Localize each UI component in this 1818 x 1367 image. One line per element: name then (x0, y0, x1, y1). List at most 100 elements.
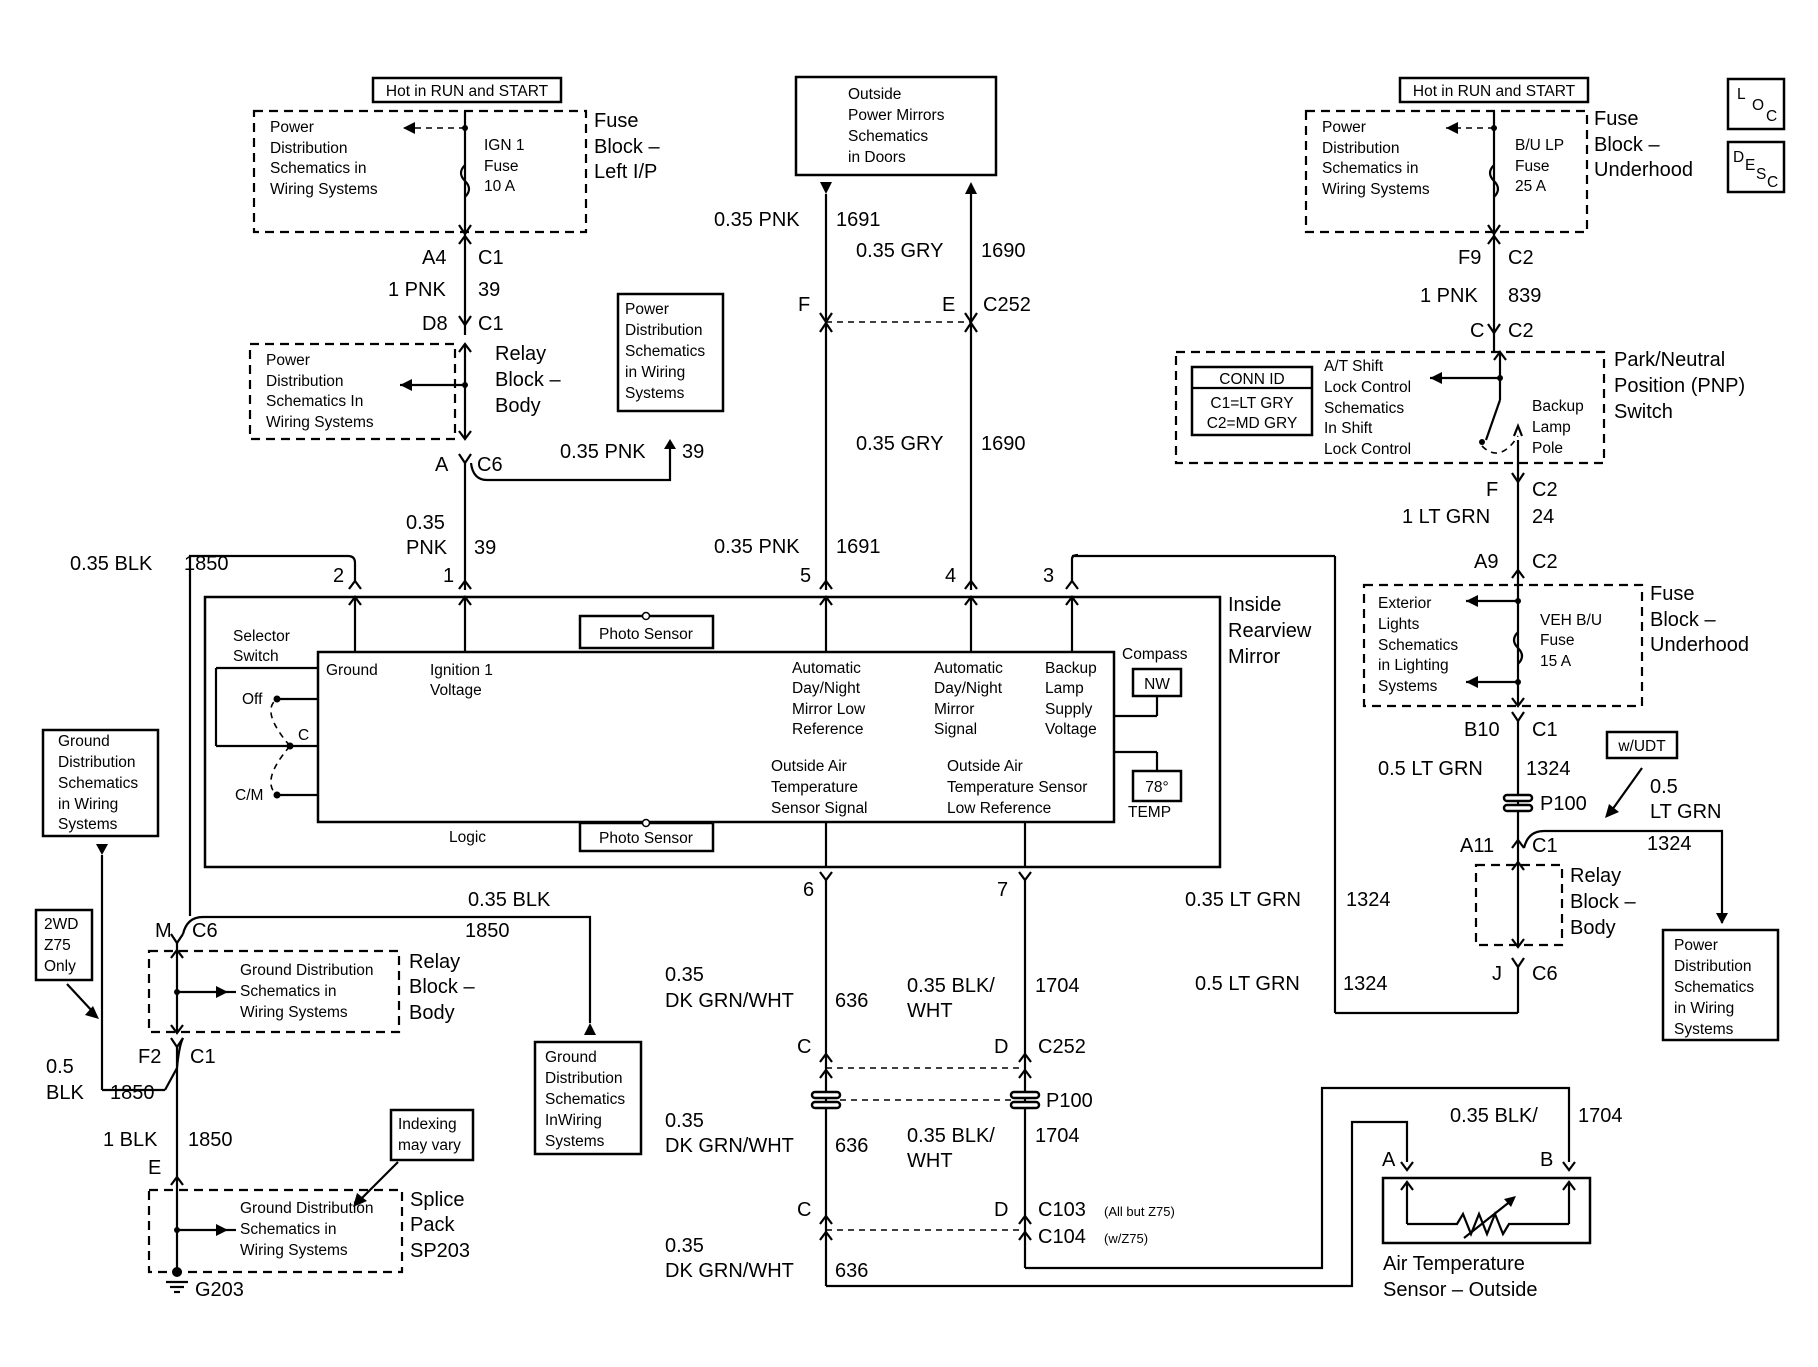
connector-label: P100 (1540, 793, 1587, 815)
wire-color: 1 BLK (103, 1129, 158, 1151)
component-title: Left I/P (594, 161, 657, 183)
photo-sensor-label: Photo Sensor (599, 830, 693, 847)
internal-label: Voltage (430, 682, 482, 699)
gd-text: Ground Distribution (240, 1200, 374, 1217)
connector-label: C252 (1038, 1036, 1086, 1058)
option-label: 2WD (44, 916, 78, 933)
pnp-text: Backup (1532, 398, 1584, 415)
pd-text: Systems (1674, 1021, 1734, 1038)
component-title: Block – (495, 369, 561, 391)
component-title: Park/Neutral (1614, 349, 1725, 371)
pin-label: D8 (422, 313, 448, 335)
pin-label: J (1492, 963, 1502, 985)
sensor-wiring: 0.35 DK GRN/WHT 636 0.35 BLK/ WHT 1704 C… (665, 880, 1623, 1288)
pin-label: F9 (1458, 247, 1481, 269)
component-title: Block – (409, 976, 475, 998)
component-title: Underhood (1594, 159, 1693, 181)
option-label: Only (44, 958, 76, 975)
component-title: Pack (410, 1214, 455, 1236)
pd-text: Distribution (625, 322, 703, 339)
component-title: Body (1570, 917, 1616, 939)
wire-color: BLK (46, 1082, 84, 1104)
compass-display: NW (1144, 676, 1170, 693)
pd-text: Systems (625, 385, 685, 402)
fuse-label: 15 A (1540, 653, 1572, 670)
connector-label: C104 (1038, 1226, 1086, 1248)
pd-text: Power (1322, 119, 1366, 136)
relay-block-body-upper: Power Distribution Schematics In Wiring … (248, 342, 561, 441)
wire-color: 0.35 BLK (468, 889, 551, 911)
pd-text: Wiring Systems (266, 414, 374, 431)
component-title: Splice (410, 1189, 464, 1211)
temp-display: 78° (1145, 779, 1168, 796)
pin-label: F (798, 294, 810, 316)
ext-text: Systems (1378, 678, 1438, 695)
wire-color: 0.35 BLK/ (1450, 1105, 1538, 1127)
pnp-text: Lock Control (1324, 441, 1411, 458)
fuse-label: Fuse (1540, 632, 1574, 649)
wire-color: DK GRN/WHT (665, 1260, 794, 1282)
connector-label: C1 (190, 1046, 216, 1068)
internal-label: Logic (449, 829, 486, 846)
component-title: Body (495, 395, 541, 417)
gd-text: Systems (58, 816, 118, 833)
connector-label: C6 (477, 454, 503, 476)
connector-label: C252 (983, 294, 1031, 316)
pnp-switch: CONN ID C1=LT GRY C2=MD GRY A/T Shift Lo… (1174, 349, 1745, 465)
pd-text: Power (266, 352, 310, 369)
pin-number: 3 (1043, 565, 1054, 587)
pin-number: 5 (800, 565, 811, 587)
fuse-label: Fuse (1515, 158, 1549, 175)
wire-color: 0.35 LT GRN (1185, 889, 1301, 911)
wire-color: 1 PNK (388, 279, 446, 301)
pin-label: B10 (1464, 719, 1500, 741)
component-title: Block – (1594, 134, 1660, 156)
pin-number: 1 (443, 565, 454, 587)
air-temperature-sensor: Air Temperature Sensor – Outside (1381, 1176, 1592, 1301)
component-title: Block – (594, 136, 660, 158)
note-text: Indexing (398, 1116, 457, 1133)
connector-label: C2 (1532, 551, 1558, 573)
photo-sensor-label: Photo Sensor (599, 626, 693, 643)
pin-number: 2 (333, 565, 344, 587)
pin-label: A9 (1474, 551, 1498, 573)
wire-color: LT GRN (1650, 801, 1722, 823)
circuit-number: 1704 (1578, 1105, 1623, 1127)
pd-text: Schematics (1674, 979, 1754, 996)
wire-color: 1 LT GRN (1402, 506, 1490, 528)
internal-label: Ground (326, 662, 378, 679)
desc-letter: D (1733, 149, 1744, 166)
pin-label: C (797, 1199, 811, 1221)
component-title: Fuse (594, 110, 638, 132)
pin-label: B (1540, 1149, 1553, 1171)
gd-text: Schematics (58, 775, 138, 792)
pd-text: in Wiring (1674, 1000, 1734, 1017)
pd-text: Schematics in (270, 160, 366, 177)
pd-text: Distribution (266, 373, 344, 390)
circuit-number: 1691 (836, 536, 881, 558)
gd-text: Ground (545, 1049, 597, 1066)
fuse-label: Fuse (484, 158, 518, 175)
fuse-block-underhood-veh: Exterior Lights Schematics in Lighting S… (1362, 583, 1749, 708)
circuit-number: 1324 (1346, 889, 1391, 911)
connector-label: C1 (1532, 719, 1558, 741)
gd-text: Schematics in (240, 1221, 336, 1238)
pnp-text: Lock Control (1324, 379, 1411, 396)
connector-f2-c1: F2 C1 0.5 BLK 1850 1 BLK 1850 E (46, 1037, 233, 1186)
loc-letter: O (1752, 97, 1764, 114)
gd-text: Distribution (58, 754, 136, 771)
component-title: Rearview (1228, 620, 1312, 642)
component-title: Relay (409, 951, 460, 973)
fuse-label: VEH B/U (1540, 612, 1602, 629)
desc-icon[interactable]: D E S C (1726, 140, 1786, 194)
loc-icon[interactable]: L O C (1726, 77, 1786, 131)
component-title: Fuse (1650, 583, 1694, 605)
component-title: Body (409, 1002, 455, 1024)
internal-label: Outside Air (947, 758, 1023, 775)
wire-color: 0.35 BLK/ (907, 975, 995, 997)
gd-text: InWiring (545, 1112, 602, 1129)
indexing-note: Indexing may vary (353, 1108, 475, 1207)
wire-color: 0.35 BLK/ (907, 1125, 995, 1147)
component-title: Sensor – Outside (1383, 1279, 1538, 1301)
